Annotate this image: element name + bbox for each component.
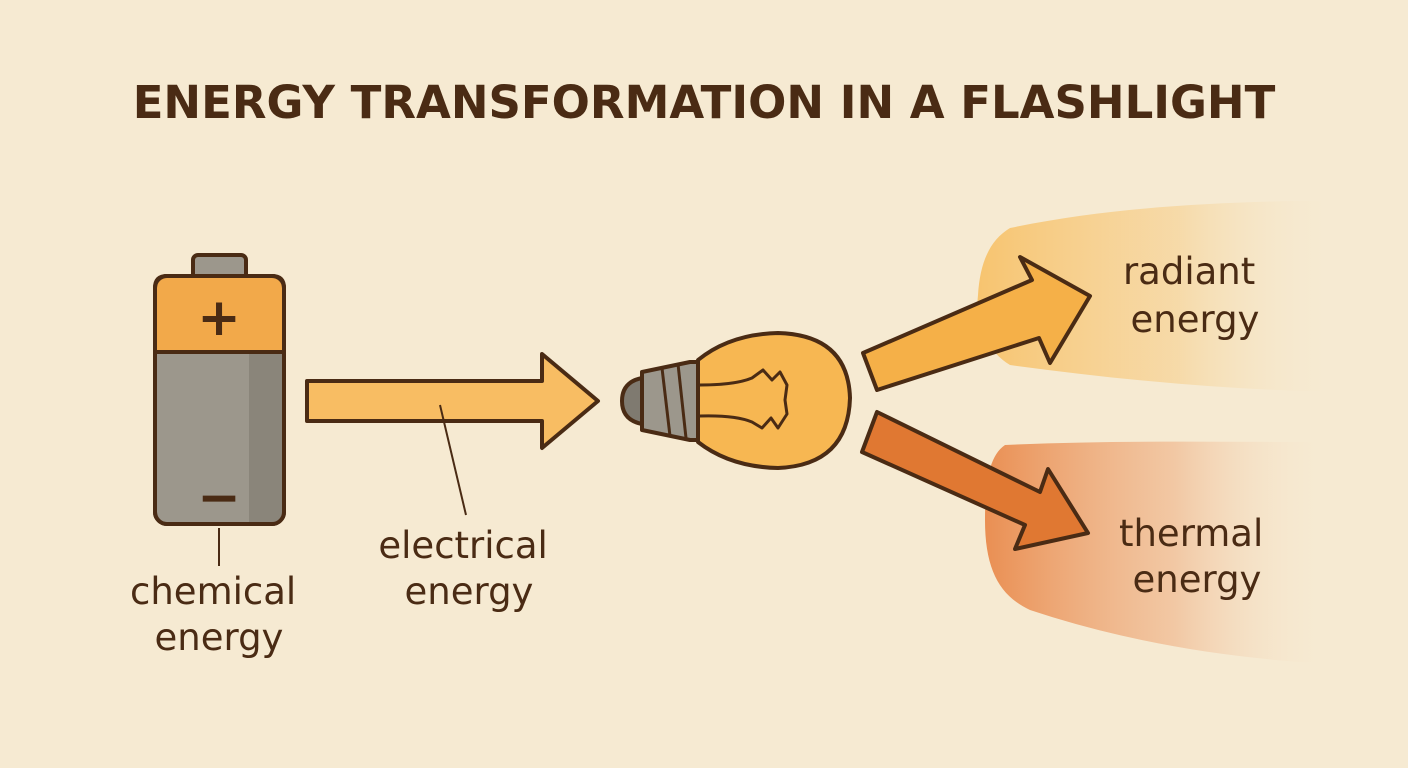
battery-body-shade [249,354,282,522]
bulb-screw-base [640,360,702,442]
battery-plus-sign: + [197,288,241,348]
light-bulb-icon [620,331,852,470]
radiant-label-line-1: radiant [1123,250,1255,293]
battery-minus-sign: − [197,468,241,528]
radiant-arrow [861,255,1092,392]
battery-icon [153,253,286,526]
thermal-energy-label: thermal energy [1119,512,1275,601]
chemical-label-line-2: energy [155,616,284,659]
bulb-filament [698,368,789,430]
chemical-energy-label: chemical energy [130,570,308,659]
electrical-leader-line [439,404,467,516]
electrical-label-line-1: electrical [378,524,547,567]
bulb-glass [696,331,852,470]
radiant-glow [977,200,1340,392]
electrical-arrow [305,352,600,450]
electrical-label-line-2: energy [405,570,534,613]
thermal-arrow [860,410,1090,551]
electrical-energy-label: electrical energy [378,524,559,613]
thermal-label-line-1: thermal [1119,512,1263,555]
bulb-contact [620,376,644,426]
thermal-label-line-2: energy [1133,558,1262,601]
radiant-energy-label: radiant energy [1123,250,1267,341]
thermal-glow [985,441,1330,664]
diagram-title: ENERGY TRANSFORMATION IN A FLASHLIGHT [133,76,1276,129]
chemical-label-line-1: chemical [130,570,296,613]
radiant-label-line-2: energy [1131,298,1260,341]
